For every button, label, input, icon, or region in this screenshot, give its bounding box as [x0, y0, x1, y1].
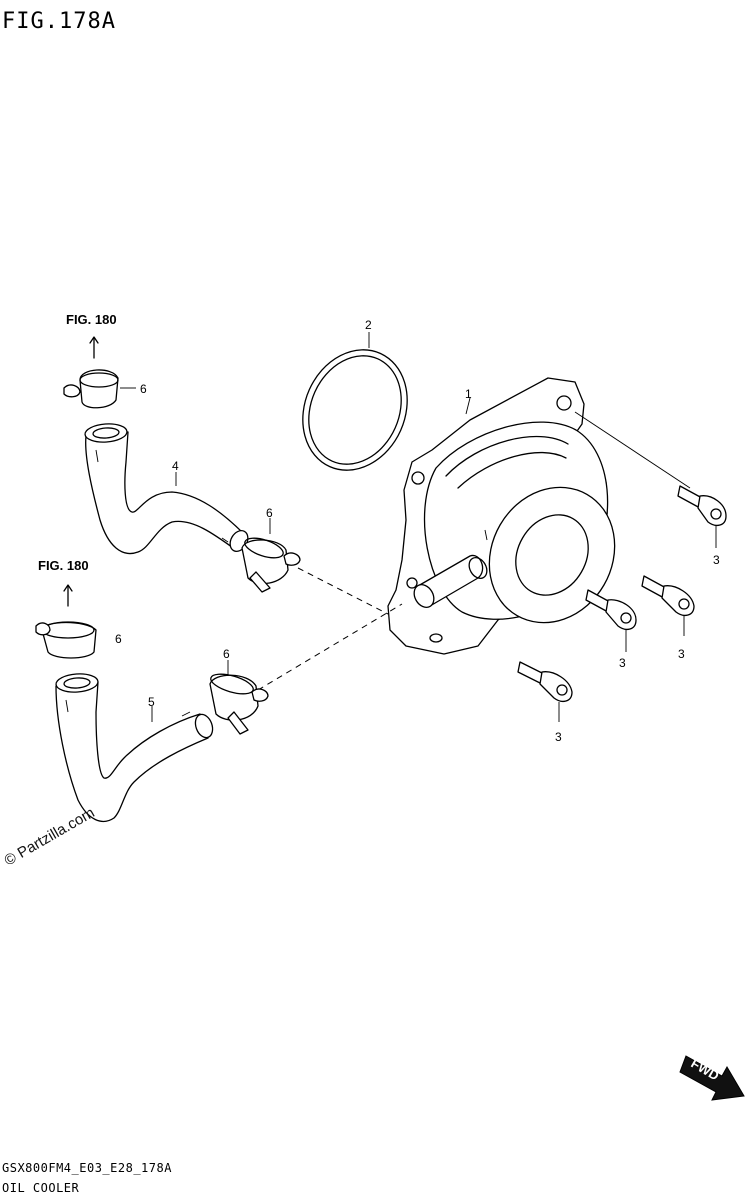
up-arrow-icon [63, 584, 73, 607]
lower-hose-part[interactable] [55, 673, 215, 823]
reference-label-lower[interactable]: FIG. 180 [38, 558, 89, 573]
reference-label-upper[interactable]: FIG. 180 [66, 312, 117, 327]
figure-title: FIG.178A [2, 9, 116, 34]
bolt-part[interactable] [641, 575, 695, 617]
model-code: GSX800FM4_E03_E28_178A [2, 1161, 172, 1175]
callout-3: 3 [619, 656, 626, 670]
figure-name: OIL COOLER [2, 1181, 80, 1195]
o-ring-part[interactable] [284, 333, 426, 487]
callout-2: 2 [365, 318, 372, 332]
callout-6: 6 [140, 382, 147, 396]
callout-3: 3 [678, 647, 685, 661]
callout-1: 1 [465, 387, 472, 401]
callout-6: 6 [115, 632, 122, 646]
upper-hose-part[interactable] [84, 423, 251, 555]
callout-6: 6 [266, 506, 273, 520]
callout-3: 3 [555, 730, 562, 744]
hose-clamp-part[interactable] [209, 670, 269, 735]
oil-cooler-part[interactable] [387, 377, 639, 655]
assembly-line [297, 567, 389, 615]
callout-3: 3 [713, 553, 720, 567]
callout-5: 5 [148, 695, 155, 709]
bolt-part[interactable] [585, 589, 637, 631]
up-arrow-icon [89, 336, 99, 359]
leader-line [465, 397, 471, 415]
callout-4: 4 [172, 459, 179, 473]
hose-clamp-part[interactable] [35, 621, 97, 659]
fwd-arrow-icon: FWD [679, 1055, 745, 1101]
assembly-line [257, 603, 403, 691]
callout-6: 6 [223, 647, 230, 661]
bolt-part[interactable] [517, 661, 573, 703]
hose-clamp-part[interactable] [241, 534, 301, 593]
bolt-part[interactable] [677, 485, 727, 527]
watermark: © Partzilla.com [2, 804, 98, 869]
leader-line [574, 411, 691, 489]
hose-clamp-part[interactable] [63, 369, 119, 409]
